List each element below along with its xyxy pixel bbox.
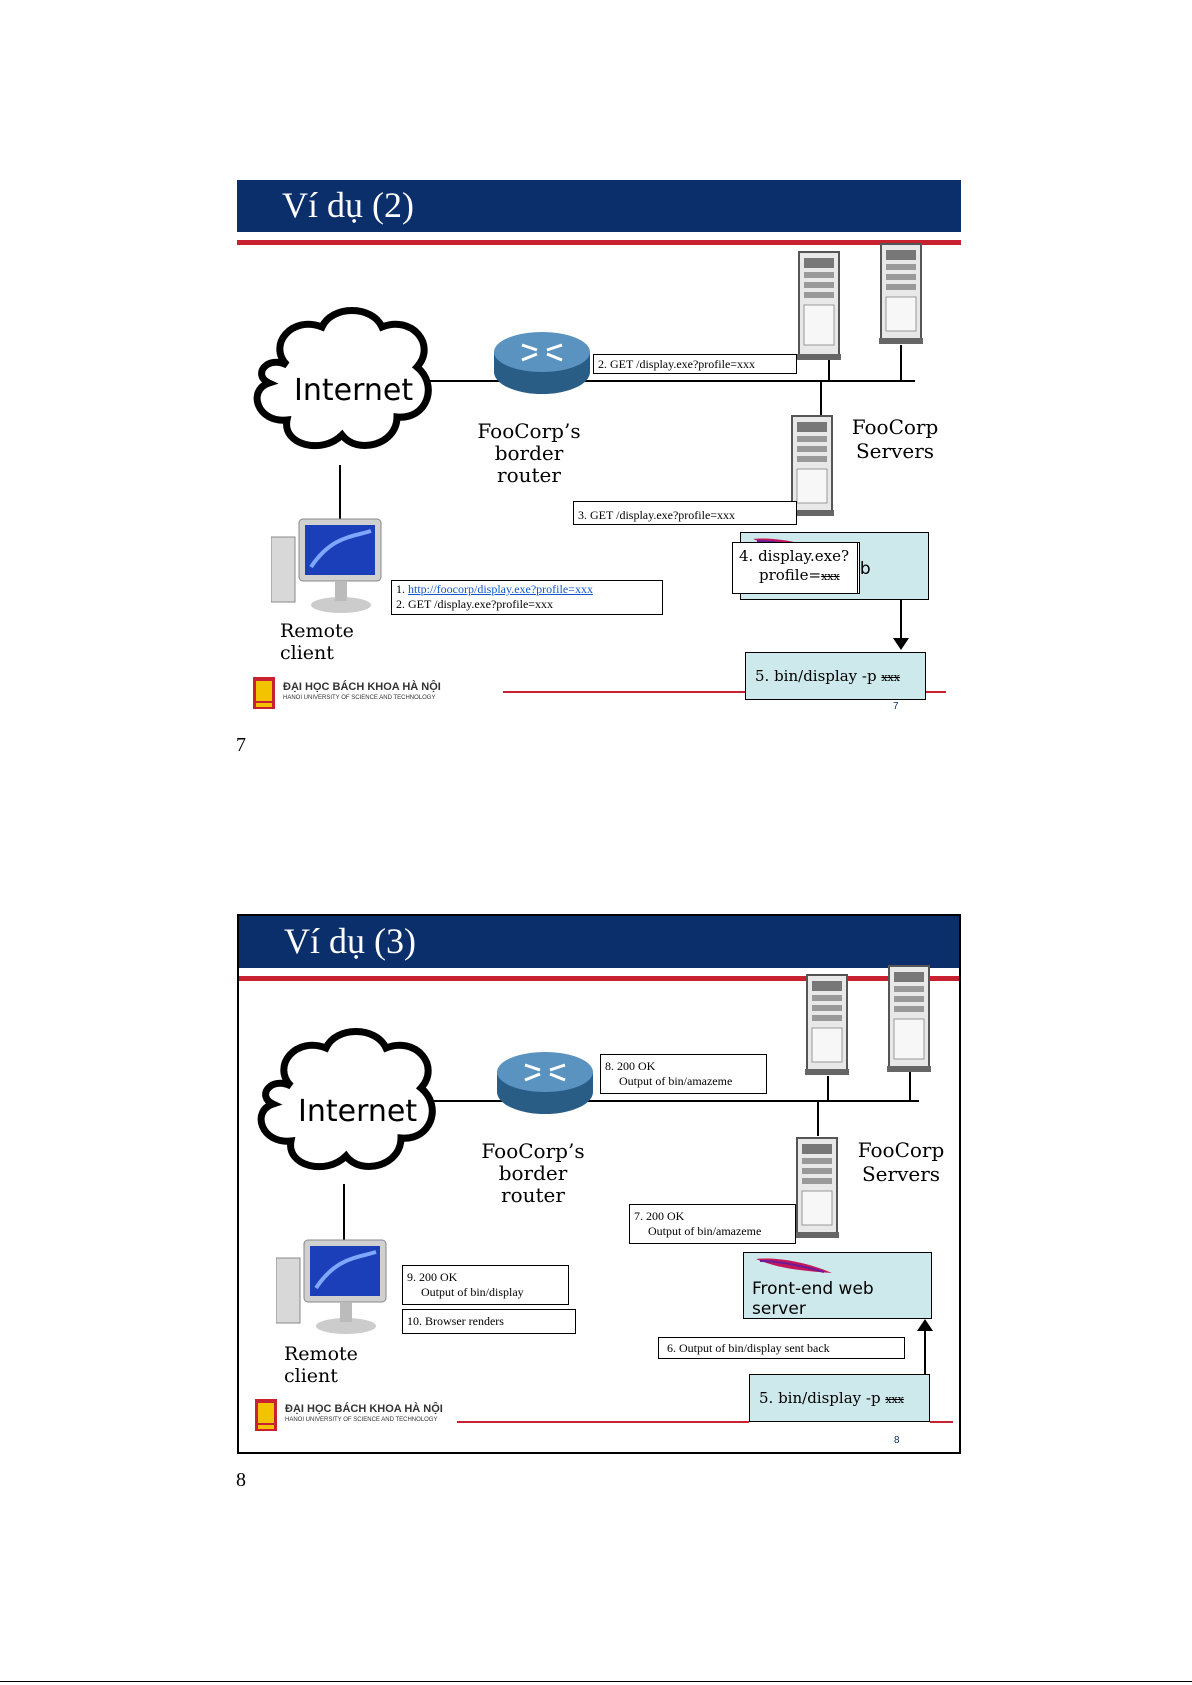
arrow-up-icon xyxy=(917,1319,933,1331)
footer-line xyxy=(503,691,745,693)
server-link-3 xyxy=(820,380,822,416)
server-link-2 xyxy=(900,345,902,381)
server-link-3 xyxy=(817,1100,819,1136)
university-logo: ĐẠI HỌC BÁCH KHOA HÀ NỘI HANOI UNIVERSIT… xyxy=(253,677,441,709)
page-bottom-rule xyxy=(0,1681,1192,1682)
title-underline xyxy=(237,240,961,245)
servers-label: FooCorp Servers xyxy=(851,415,939,463)
server-icon-2 xyxy=(887,965,931,1072)
server-icon-1 xyxy=(797,251,841,360)
university-logo: ĐẠI HỌC BÁCH KHOA HÀ NỘI HANOI UNIVERSIT… xyxy=(255,1399,443,1431)
server-icon-3 xyxy=(795,1137,839,1238)
arrow-to-frontend-line xyxy=(924,1328,926,1374)
page-number: 7 xyxy=(236,734,246,756)
slide-title-bar: Ví dụ (2) xyxy=(237,180,961,232)
message-box-6: 6. Output of bin/display sent back xyxy=(658,1337,905,1359)
footer-line-right xyxy=(926,691,946,693)
internet-cloud-icon xyxy=(253,307,432,450)
university-emblem-icon xyxy=(255,1399,277,1431)
slide-2: Ví dụ (3) Internet FooCorp’s border rout… xyxy=(237,914,961,1454)
server-link-1 xyxy=(828,355,830,381)
page-number: 8 xyxy=(236,1469,246,1491)
server-link-2 xyxy=(909,1072,911,1101)
server-icon-1 xyxy=(805,974,849,1075)
footer-line-right xyxy=(930,1421,953,1423)
arrow-to-bin-line xyxy=(900,600,902,640)
server-link-1 xyxy=(827,1076,829,1101)
bin-display-box: 5. bin/display -p xxx xyxy=(749,1374,930,1422)
message-box-client: 1. http://foocorp/display.exe?profile=xx… xyxy=(391,580,663,615)
slide-number: 7 xyxy=(893,701,899,712)
message-box-server-get: 3. GET /display.exe?profile=xxx xyxy=(573,501,797,525)
internet-cloud-icon xyxy=(257,1028,436,1171)
display-exe-note-card: 4. display.exe? profile=xxx xyxy=(732,542,858,594)
footer-line xyxy=(457,1421,749,1423)
apache-feather-icon xyxy=(756,1258,832,1273)
computer-icon xyxy=(271,518,382,613)
slide-title: Ví dụ (3) xyxy=(284,921,416,961)
network-backbone xyxy=(429,1100,919,1102)
profile-url-link[interactable]: http://foocorp/display.exe?profile=xxx xyxy=(408,582,593,596)
internet-label: Internet xyxy=(298,1094,418,1129)
slide-title: Ví dụ (2) xyxy=(282,185,414,225)
client-link xyxy=(343,1184,345,1244)
message-box-router-get: 2. GET /display.exe?profile=xxx xyxy=(593,354,797,374)
router-icon xyxy=(497,1052,593,1114)
router-icon xyxy=(494,332,590,394)
server-icon-3 xyxy=(790,415,834,516)
message-box-7: 7. 200 OK Output of bin/amazeme xyxy=(629,1204,796,1244)
message-box-8: 8. 200 OK Output of bin/amazeme xyxy=(600,1054,767,1094)
bin-display-box: 5. bin/display -p xxx xyxy=(745,652,926,700)
internet-label: Internet xyxy=(294,373,414,408)
message-box-10: 10. Browser renders xyxy=(402,1309,576,1334)
arrow-down-icon xyxy=(893,638,909,650)
slide-title-bar: Ví dụ (3) xyxy=(239,916,959,968)
client-label: Remote client xyxy=(284,1343,358,1387)
title-underline xyxy=(239,976,959,981)
server-icon-2 xyxy=(879,243,923,344)
computer-icon xyxy=(276,1239,387,1334)
servers-label: FooCorp Servers xyxy=(857,1138,945,1186)
router-label: FooCorp’s border router xyxy=(477,419,581,487)
client-label: Remote client xyxy=(280,620,354,664)
client-link xyxy=(339,465,341,525)
frontend-web-server-box: Front-end web server xyxy=(743,1252,932,1319)
university-emblem-icon xyxy=(253,677,275,709)
router-label: FooCorp’s border router xyxy=(481,1139,585,1207)
slide-number: 8 xyxy=(894,1435,900,1446)
network-backbone xyxy=(425,380,915,382)
message-box-9: 9. 200 OK Output of bin/display xyxy=(402,1265,569,1305)
slide-1: Ví dụ (2) Internet FooCorp’s border rout… xyxy=(237,180,961,736)
